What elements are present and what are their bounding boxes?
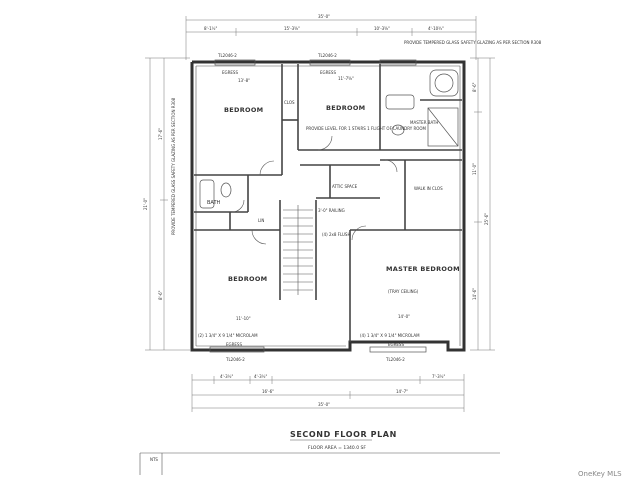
room-bedroom-1-size: 13'-8" bbox=[238, 78, 250, 83]
room-labels: BEDROOM 13'-8" CLOS BEDROOM 11'-7⅝" BEDR… bbox=[207, 76, 460, 321]
scale-note: NTS bbox=[150, 457, 158, 462]
dim-top-2: 15'-3⅝" bbox=[284, 26, 300, 31]
dim-bottom-1: 4'-3½" bbox=[220, 374, 234, 379]
microlam-right: (4) 1 3/4" X 9 1/4" MICROLAM bbox=[360, 333, 420, 338]
dim-right-2: 11'-0" bbox=[472, 163, 477, 175]
dim-right-4: 14'-6" bbox=[472, 288, 477, 300]
dim-bottom-total: 35'-0" bbox=[318, 402, 330, 407]
room-bedroom-3: BEDROOM bbox=[228, 275, 267, 283]
room-bedroom-1: BEDROOM bbox=[224, 106, 263, 114]
header-top-left: TL2046-2 bbox=[217, 53, 237, 58]
dim-bottom-2: 4'-3½" bbox=[254, 374, 268, 379]
room-master-size: 14'-0" bbox=[398, 314, 410, 319]
top-windows: TL2046-2 TL2046-2 EGRESS EGRESS PROVIDE … bbox=[214, 40, 542, 75]
dim-bottom-3: 16'-6" bbox=[262, 389, 274, 394]
room-attic-space: ATTIC SPACE bbox=[332, 184, 358, 189]
left-dimensions: 21'-0" 17'-6" 8'-6" PROVIDE TEMPERED GLA… bbox=[143, 57, 190, 351]
room-master-bath: MASTER BATH bbox=[410, 120, 438, 125]
drawing-title: SECOND FLOOR PLAN bbox=[290, 430, 397, 439]
flush-note: (4) 2x8 FLUSH bbox=[322, 232, 350, 237]
room-bedroom-2-size: 11'-7⅝" bbox=[338, 76, 354, 81]
room-bedroom-2: BEDROOM bbox=[326, 104, 365, 112]
dim-right-1: 8'-6" bbox=[472, 82, 477, 92]
bath-fixtures bbox=[199, 69, 459, 209]
bottom-dimensions: 4'-3½" 4'-3½" 16'-6" 14'-7" 7'-3½" 35'-0… bbox=[191, 374, 465, 412]
note-right-top: PROVIDE TEMPERED GLASS SAFETY GLAZING AS… bbox=[404, 40, 542, 45]
interior-walls bbox=[194, 64, 462, 342]
dim-top-1: 8'-1½" bbox=[204, 26, 218, 31]
dim-right-3: 25'-6" bbox=[484, 213, 489, 225]
dim-bottom-5: 7'-3½" bbox=[432, 374, 446, 379]
room-walk-in-closet: WALK IN CLOS bbox=[414, 186, 443, 191]
room-bath: BATH bbox=[207, 200, 221, 206]
header-bottom-left: TL2046-2 bbox=[225, 357, 245, 362]
door-swings bbox=[231, 135, 398, 245]
microlam-left: (2) 1 3/4" X 9 1/4" MICROLAM bbox=[198, 333, 258, 338]
note-center: PROVIDE LEVEL FOR 1 STAIRS 1 FLIGHT OF L… bbox=[306, 126, 427, 131]
top-dimensions: 35'-0" 8'-1½" 15'-3⅝" 10'-3⅝" 4'-10¾" bbox=[185, 14, 477, 60]
dim-left-1: 17'-6" bbox=[158, 128, 163, 140]
room-master-bedroom: MASTER BEDROOM bbox=[386, 265, 460, 273]
bottom-windows: (2) 1 3/4" X 9 1/4" MICROLAM (4) 1 3/4" … bbox=[198, 333, 427, 362]
room-bedroom-1-closet: CLOS bbox=[284, 100, 295, 105]
dim-top-4: 4'-10¾" bbox=[428, 26, 444, 31]
exterior-walls bbox=[190, 60, 466, 352]
dim-bottom-4: 14'-7" bbox=[396, 389, 408, 394]
stairs: 3'-0" RAILING (4) 2x8 FLUSH bbox=[283, 205, 350, 295]
right-dimensions: 8'-6" 11'-0" 25'-6" 14'-6" bbox=[470, 57, 495, 351]
egress-bottom-left: EGRESS bbox=[226, 342, 242, 347]
dim-top-3: 10'-3⅝" bbox=[374, 26, 390, 31]
egress-top-mid: EGRESS bbox=[320, 70, 336, 75]
dim-left-2: 21'-0" bbox=[143, 198, 148, 210]
egress-bottom-right: EGRESS bbox=[388, 342, 404, 347]
title-block: SECOND FLOOR PLAN FLOOR AREA = 1340.0 SF… bbox=[139, 430, 500, 475]
dim-overall-width: 35'-0" bbox=[318, 14, 330, 19]
header-bottom-right: TL2046-2 bbox=[385, 357, 405, 362]
mls-watermark: OneKey MLS bbox=[578, 470, 622, 478]
egress-top-left: EGRESS bbox=[222, 70, 238, 75]
room-linen: LIN bbox=[258, 218, 264, 223]
railing-note: 3'-0" RAILING bbox=[318, 208, 345, 213]
floor-area: FLOOR AREA = 1340.0 SF bbox=[308, 445, 366, 451]
header-top-mid: TL2046-2 bbox=[317, 53, 337, 58]
room-bedroom-3-size: 11'-10" bbox=[236, 316, 251, 321]
room-master-note: (TRAY CEILING) bbox=[388, 289, 419, 294]
note-left: PROVIDE TEMPERED GLASS SAFETY GLAZING AS… bbox=[171, 97, 176, 235]
dim-left-3: 8'-6" bbox=[158, 290, 163, 300]
